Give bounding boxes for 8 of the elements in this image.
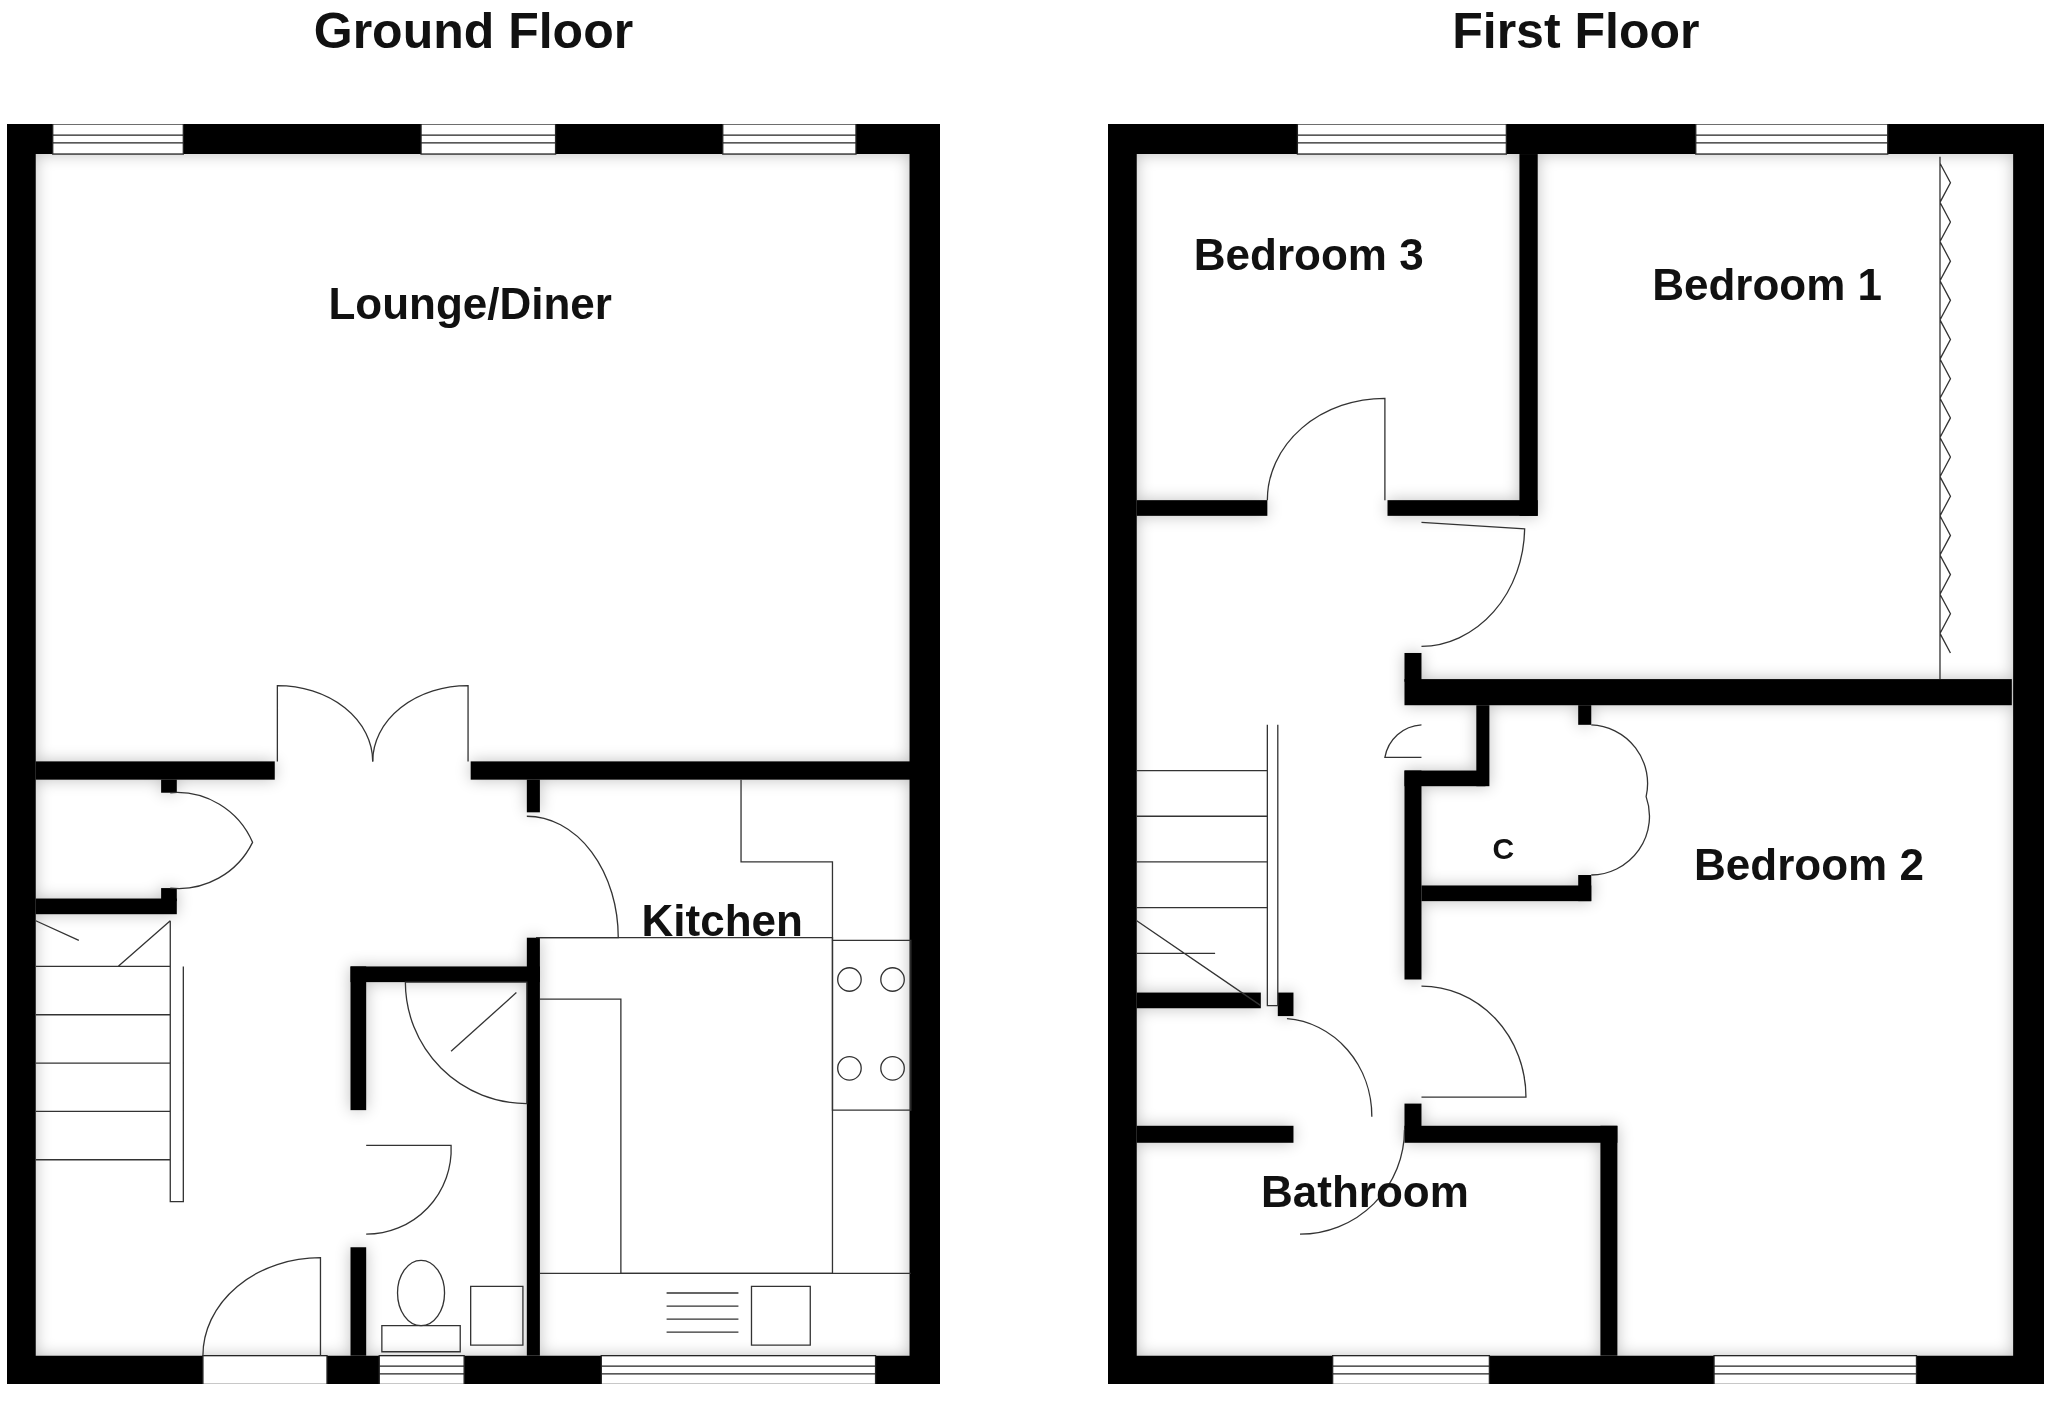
- room-label: Lounge/Diner: [328, 279, 612, 330]
- room-label: Bedroom 3: [1193, 229, 1424, 280]
- room-label: C: [1492, 831, 1515, 866]
- floor-title: Ground Floor: [312, 2, 635, 60]
- room-label: Bedroom 1: [1652, 259, 1883, 310]
- room-label: Bedroom 2: [1694, 839, 1924, 890]
- floor-title: First Floor: [1451, 2, 1701, 60]
- room-label: Kitchen: [641, 895, 803, 946]
